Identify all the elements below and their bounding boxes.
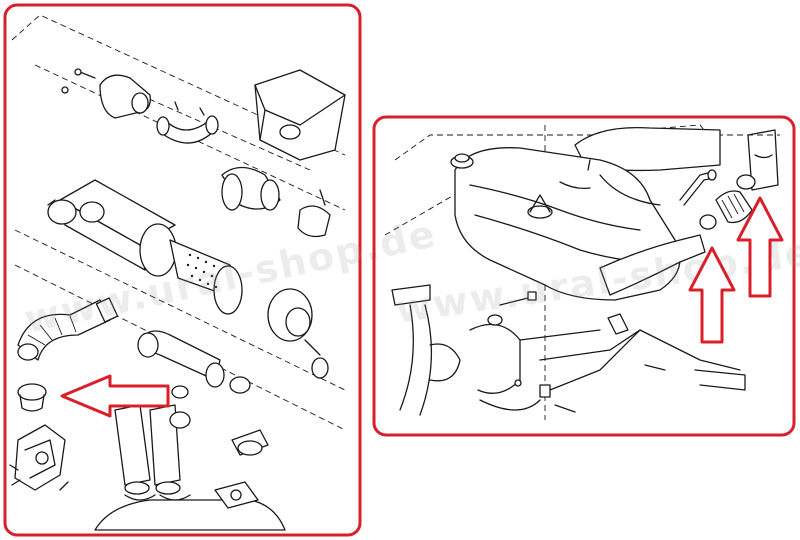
carburettor [9, 424, 69, 491]
right-highlight-frame [372, 115, 796, 437]
vent-pipe [587, 159, 717, 206]
elbow-hose [156, 101, 219, 144]
air-cleaner-cover [267, 288, 329, 379]
air-cleaner-body [47, 179, 177, 277]
left-highlight-frame [3, 3, 362, 537]
arrow-up-highlight-2 [736, 196, 784, 298]
fuel-tank-panel: www.ural-shop.de [372, 115, 800, 437]
fuel-cap [450, 153, 474, 169]
arrow-up-highlight-1 [688, 246, 736, 344]
arrow-left-highlight [60, 374, 170, 418]
pipe-clamps [169, 376, 269, 456]
manifold-bottom [94, 481, 286, 531]
frame-members [391, 284, 746, 416]
intake-hose-right [221, 166, 331, 238]
tank-lower-tube [599, 234, 706, 296]
intake-pipes [114, 330, 225, 501]
intake-elbow [61, 68, 151, 119]
air-box-housing [254, 69, 346, 161]
hose-clamp-target [17, 383, 47, 412]
rubber-sleeve [699, 174, 756, 230]
flex-hose-left [17, 297, 119, 361]
bolts-brackets [487, 291, 666, 413]
filter-element [169, 239, 243, 315]
